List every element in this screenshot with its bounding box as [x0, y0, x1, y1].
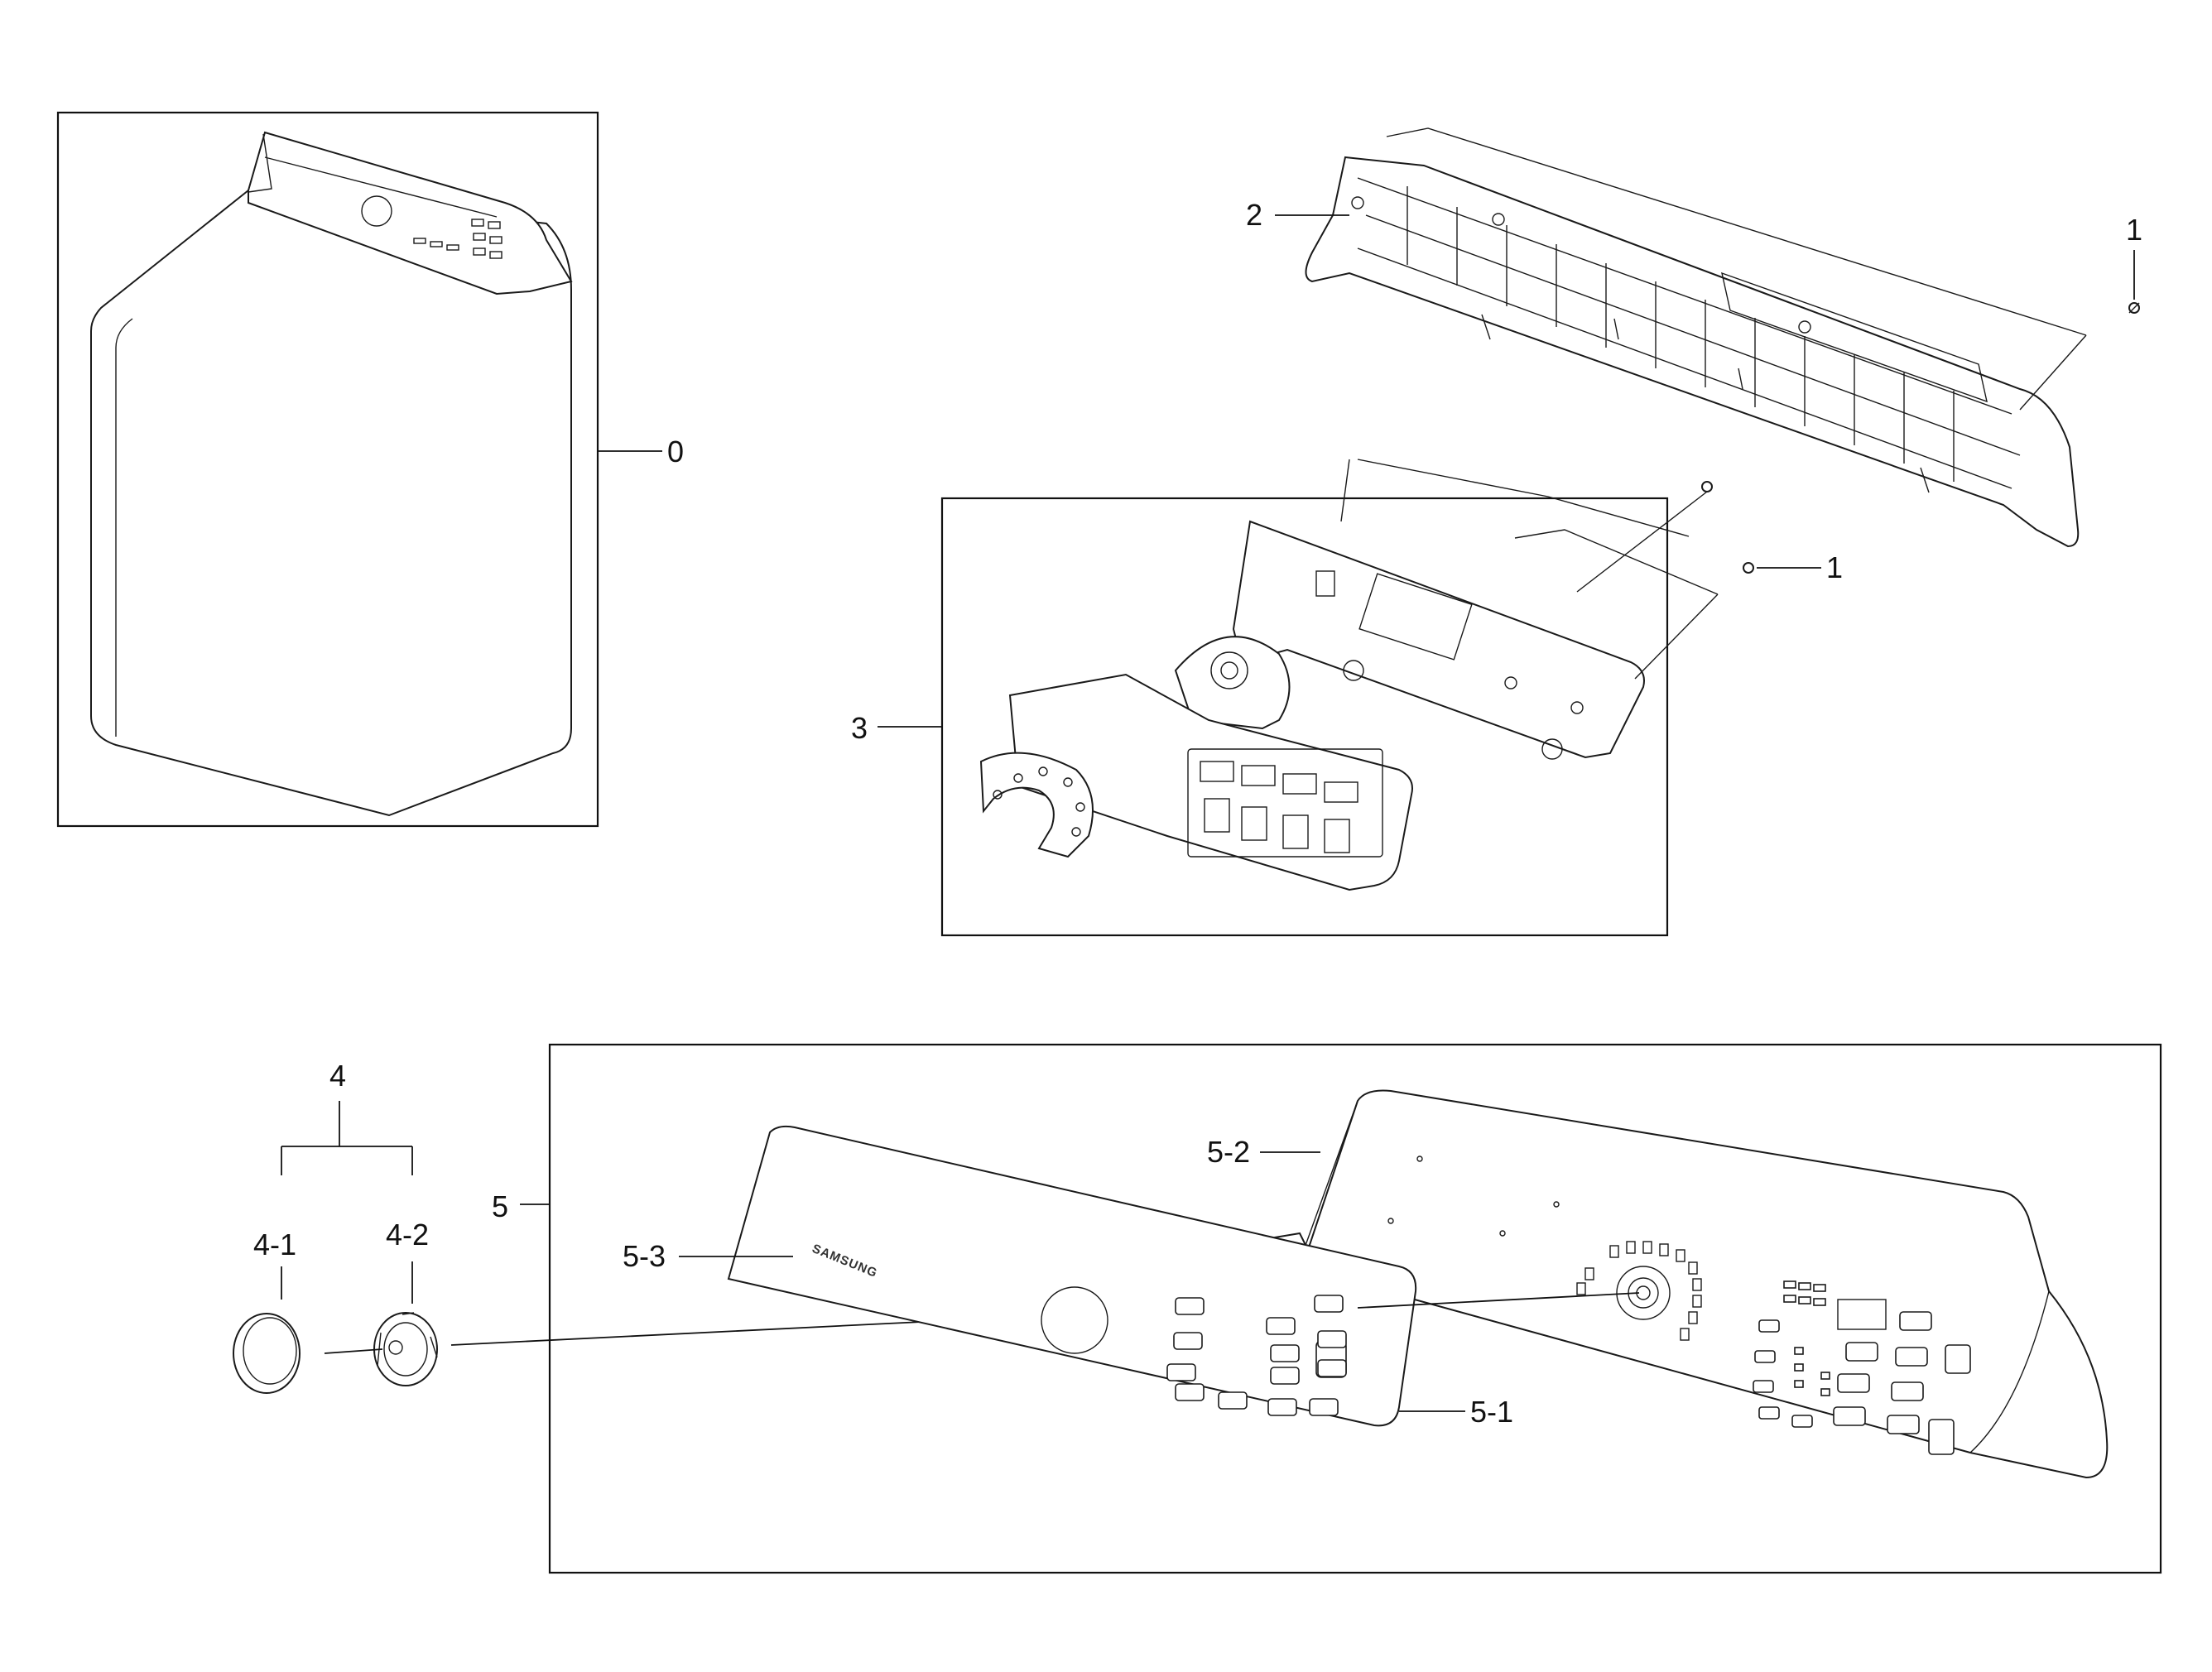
callout-5-2-group: 5-2: [1207, 1135, 1320, 1169]
part-3-main-pcb: [979, 459, 1754, 891]
part-4-2-knob-base: [373, 1312, 438, 1386]
callout-1-top-group: 1: [2126, 213, 2142, 300]
callout-3-group: 3: [851, 711, 942, 745]
assembly-box-5: [548, 1043, 2162, 1574]
callout-4-1: 4-1: [253, 1228, 296, 1261]
assembly-box-3: [940, 497, 1669, 937]
callout-5-3-group: 5-3: [623, 1239, 793, 1273]
callout-5-1: 5-1: [1470, 1395, 1513, 1429]
callout-5-3: 5-3: [623, 1239, 666, 1273]
part-1-screw-top: [2128, 302, 2140, 314]
callout-4-2: 4-2: [386, 1218, 429, 1252]
assembly-axis-5-1: [1357, 1292, 1640, 1309]
callout-1-mid-group: 1: [1757, 550, 1843, 584]
callout-2-group: 2: [1246, 198, 1349, 232]
callout-1-top: 1: [2126, 213, 2142, 247]
callout-4-bracket: 4 4-1 4-2: [253, 1059, 429, 1304]
callout-5-group: 5: [492, 1189, 550, 1223]
callout-0: 0: [667, 435, 684, 468]
part-5-1-front-panel: SAMSUNG: [727, 1125, 1417, 1427]
part-4-1-knob-cap: [233, 1313, 301, 1394]
assembly-axis-knob: [324, 1348, 383, 1354]
callout-4: 4: [329, 1059, 346, 1093]
callout-5: 5: [492, 1189, 508, 1223]
callout-5-1-group: 5-1: [1399, 1395, 1513, 1429]
callout-0-group: 0: [598, 435, 684, 468]
assembly-box-0: [56, 111, 599, 828]
callout-2: 2: [1246, 198, 1262, 232]
part-5-2-panel-housing: [1262, 1089, 2109, 1479]
part-2-console-frame: [1305, 127, 2087, 548]
callout-5-2: 5-2: [1207, 1135, 1250, 1169]
callout-3: 3: [851, 711, 868, 745]
part-0-lid-assembly: [90, 131, 573, 817]
callout-1-mid: 1: [1826, 550, 1843, 584]
